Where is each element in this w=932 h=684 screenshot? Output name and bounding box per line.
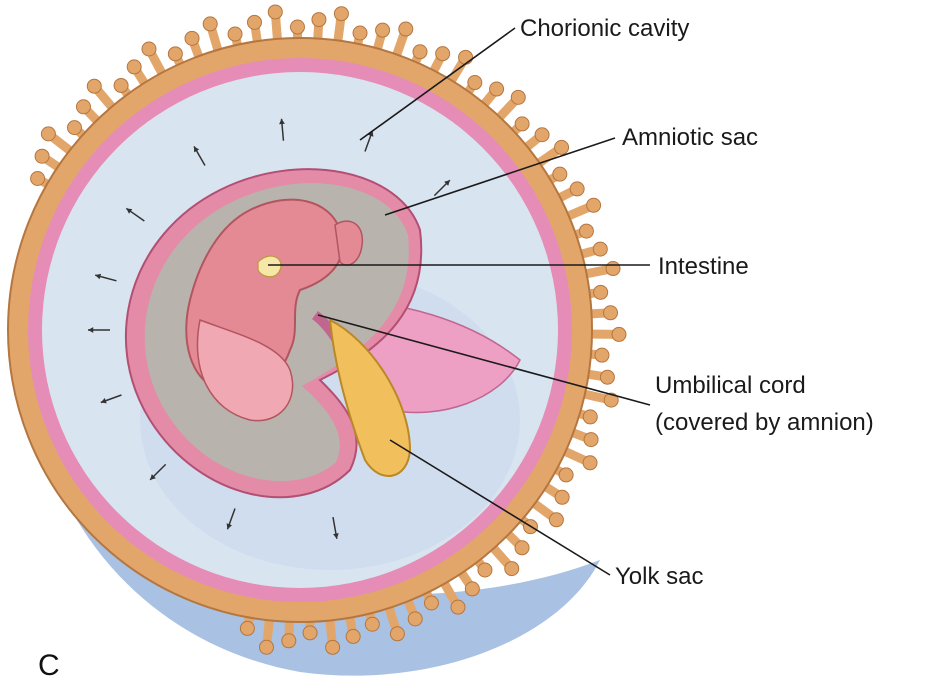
villus-tip bbox=[549, 513, 563, 527]
label-chorionic-cavity: Chorionic cavity bbox=[520, 15, 689, 42]
villus-tip bbox=[515, 541, 529, 555]
villus-tip bbox=[490, 82, 504, 96]
villus-tip bbox=[312, 13, 326, 27]
panel-letter: C bbox=[38, 649, 60, 682]
label-intestine: Intestine bbox=[658, 253, 749, 280]
villus-tip bbox=[35, 149, 49, 163]
villus-tip bbox=[87, 79, 101, 93]
villus-tip bbox=[465, 582, 479, 596]
villus-tip bbox=[505, 562, 519, 576]
villus-tip bbox=[142, 42, 156, 56]
villus-tip bbox=[570, 182, 584, 196]
villus-tip bbox=[346, 629, 360, 643]
label-umbilical-cord-line1: Umbilical cord bbox=[655, 372, 806, 399]
villus-tip bbox=[478, 563, 492, 577]
villus-tip bbox=[185, 31, 199, 45]
villus-tip bbox=[408, 612, 422, 626]
villus-tip bbox=[41, 127, 55, 141]
villus-tip bbox=[413, 45, 427, 59]
villus-tip bbox=[290, 20, 304, 34]
villus-tip bbox=[555, 490, 569, 504]
villus-tip bbox=[459, 50, 473, 64]
villus-tip bbox=[376, 23, 390, 37]
villus-tip bbox=[31, 172, 45, 186]
villus-tip bbox=[353, 26, 367, 40]
villus-tip bbox=[303, 626, 317, 640]
villus-tip bbox=[579, 224, 593, 238]
villus-tip bbox=[390, 627, 404, 641]
villus-tip bbox=[612, 327, 626, 341]
villus-tip bbox=[583, 456, 597, 470]
embryo-limb bbox=[335, 221, 362, 265]
label-amniotic-sac: Amniotic sac bbox=[622, 124, 758, 151]
villus-tip bbox=[535, 128, 549, 142]
villus-tip bbox=[600, 370, 614, 384]
villus-tip bbox=[334, 7, 348, 21]
villus-tip bbox=[595, 348, 609, 362]
label-umbilical-cord-line2: (covered by amnion) bbox=[655, 409, 874, 436]
villus-tip bbox=[228, 27, 242, 41]
villus-tip bbox=[587, 198, 601, 212]
villus-tip bbox=[127, 60, 141, 74]
villus-tip bbox=[511, 90, 525, 104]
villus-tip bbox=[559, 468, 573, 482]
villus-tip bbox=[606, 262, 620, 276]
villus-tip bbox=[268, 5, 282, 19]
villus-tip bbox=[259, 640, 273, 654]
villus-tip bbox=[326, 640, 340, 654]
villus-tip bbox=[451, 600, 465, 614]
villus-tip bbox=[240, 621, 254, 635]
villus-tip bbox=[424, 596, 438, 610]
villus-tip bbox=[593, 242, 607, 256]
villus-tip bbox=[604, 306, 618, 320]
villus-tip bbox=[168, 47, 182, 61]
villus-tip bbox=[553, 167, 567, 181]
villus-tip bbox=[203, 17, 217, 31]
villus-tip bbox=[247, 15, 261, 29]
villus-tip bbox=[76, 100, 90, 114]
villus-tip bbox=[583, 410, 597, 424]
embryo-intestine bbox=[258, 256, 281, 277]
villus-tip bbox=[365, 617, 379, 631]
villus-tip bbox=[594, 285, 608, 299]
villus-tip bbox=[67, 121, 81, 135]
villus-tip bbox=[436, 47, 450, 61]
villus-tip bbox=[515, 117, 529, 131]
villus-tip bbox=[468, 76, 482, 90]
villus-tip bbox=[114, 78, 128, 92]
villus-tip bbox=[555, 140, 569, 154]
label-yolk-sac: Yolk sac bbox=[615, 563, 704, 590]
villus-tip bbox=[282, 634, 296, 648]
villus-tip bbox=[584, 433, 598, 447]
villus-tip bbox=[399, 22, 413, 36]
